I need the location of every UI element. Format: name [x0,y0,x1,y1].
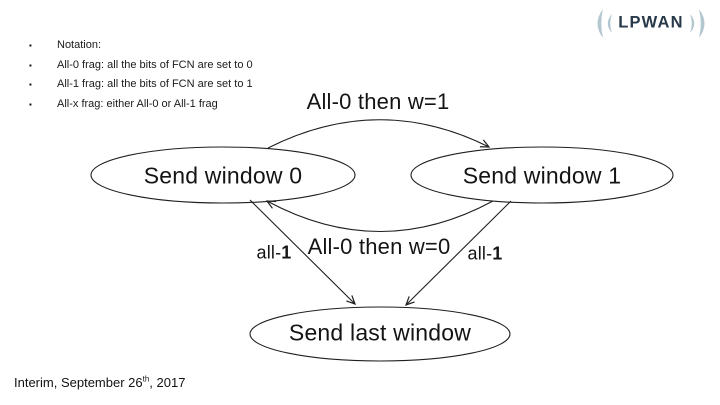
notation-list: ▪ Notation: ▪ All-0 frag: all the bits o… [29,36,253,114]
edge-label-all1-left-prefix: all- [256,242,282,263]
edge-label-all0-then-w1: All-0 then w=1 [306,89,450,114]
footer-date-suffix: , 2017 [149,375,186,390]
logo-text: LPWAN [618,14,684,32]
edge-label-all1-left-number: 1 [281,242,292,263]
bullet-icon: ▪ [29,80,32,90]
bullet-icon: ▪ [29,41,32,50]
footer-date-superscript: th [142,374,150,384]
edge-w1-to-last-arrow [404,200,512,307]
edge-label-all1-right-number: 1 [492,243,503,264]
notation-text: All-x frag: either All-0 or All-1 frag [57,97,218,110]
node-send-window-1 [410,146,674,204]
notation-item: ▪ Notation: [29,36,253,56]
bullet-icon: ▪ [29,99,32,109]
node-send-last-window [249,306,511,362]
notation-text: All-0 frag: all the bits of FCN are set … [57,58,253,71]
notation-item: ▪ All-0 frag: all the bits of FCN are se… [29,56,253,76]
radio-wave-outer-right-icon [699,9,705,38]
lpwan-logo: LPWAN [594,7,708,39]
notation-item: ▪ All-x frag: either All-0 or All-1 frag [29,95,253,115]
radio-wave-outer-left-icon [597,9,603,38]
node-send-window-0 [90,146,356,204]
radio-wave-inner-left-icon [607,14,612,33]
edge-w0-to-last-arrow [249,199,357,306]
bullet-icon: ▪ [29,60,32,70]
footer-date-prefix: Interim, September 26 [14,375,143,390]
edge-w0-to-w1-arrow [267,119,491,149]
edge-label-all1-left: all-1 [256,243,291,264]
edge-label-all0-then-w0: All-0 then w=0 [307,234,451,259]
node-label-send-window-1: Send window 1 [462,162,622,189]
node-label-send-window-0: Send window 0 [143,162,303,189]
notation-item: ▪ All-1 frag: all the bits of FCN are se… [29,75,253,95]
edge-w1-to-w0-arrow [265,200,494,233]
notation-text: All-1 frag: all the bits of FCN are set … [57,78,253,91]
slide-footer: Interim, September 26th, 2017 [14,375,185,390]
lpwan-logo-graphic: LPWAN [597,9,705,38]
edge-label-all1-right: all-1 [467,244,502,265]
notation-text: Notation: [57,39,102,51]
radio-wave-inner-right-icon [690,14,695,33]
node-label-send-last-window: Send last window [288,319,472,346]
edge-label-all1-right-prefix: all- [467,243,493,264]
